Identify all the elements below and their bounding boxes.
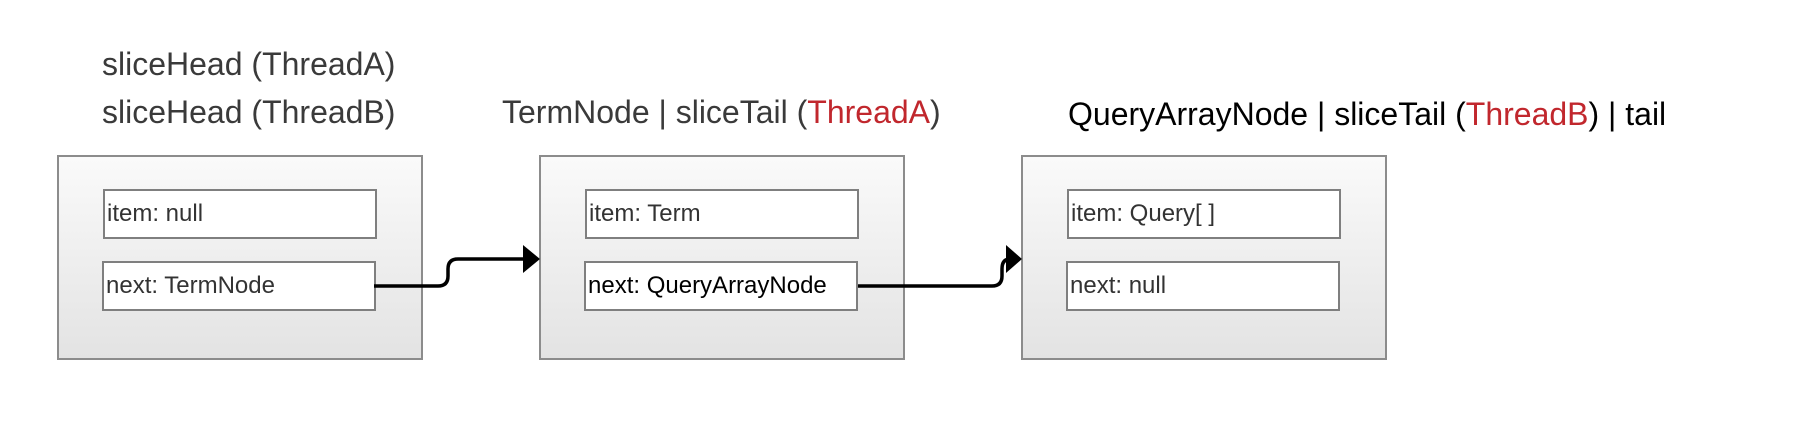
paren-open: ( xyxy=(242,46,263,82)
item-field: item: null xyxy=(103,189,377,239)
paren-close: ) xyxy=(930,94,941,130)
query-array-node-tail-label: QueryArrayNode | sliceTail (ThreadB) | t… xyxy=(1068,94,1666,134)
slice-head-threadA-label: sliceHead (ThreadA) xyxy=(102,44,395,84)
next-field: next: TermNode xyxy=(102,261,376,311)
slice-head-name: sliceHead xyxy=(102,46,243,82)
paren-open: ( xyxy=(242,94,263,130)
node-label-text: QueryArrayNode | sliceTail ( xyxy=(1068,96,1466,132)
node-label-suffix: ) | tail xyxy=(1588,96,1667,132)
paren-close: ) xyxy=(384,94,396,130)
thread-name-highlight: ThreadB xyxy=(1465,96,1589,132)
next-field: next: QueryArrayNode xyxy=(584,261,858,311)
connector-arrow-2 xyxy=(858,245,1022,288)
thread-name: ThreadA xyxy=(262,46,385,82)
slice-head-threadB-label: sliceHead (ThreadB) xyxy=(102,92,395,132)
paren-close: ) xyxy=(384,46,396,82)
node-box-1: item: null next: TermNode xyxy=(57,155,423,360)
item-field: item: Term xyxy=(585,189,859,239)
thread-name: ThreadB xyxy=(262,94,385,130)
node-box-3: item: Query[ ] next: null xyxy=(1021,155,1387,360)
next-field: next: null xyxy=(1066,261,1340,311)
term-node-slice-tail-label: TermNode | sliceTail (ThreadA) xyxy=(502,92,941,132)
slice-head-name: sliceHead xyxy=(102,94,243,130)
connector-arrow-1 xyxy=(374,245,540,288)
item-field: item: Query[ ] xyxy=(1067,189,1341,239)
node-label-text: TermNode | sliceTail ( xyxy=(502,94,808,130)
node-box-2: item: Term next: QueryArrayNode xyxy=(539,155,905,360)
thread-name-highlight: ThreadA xyxy=(807,94,931,130)
